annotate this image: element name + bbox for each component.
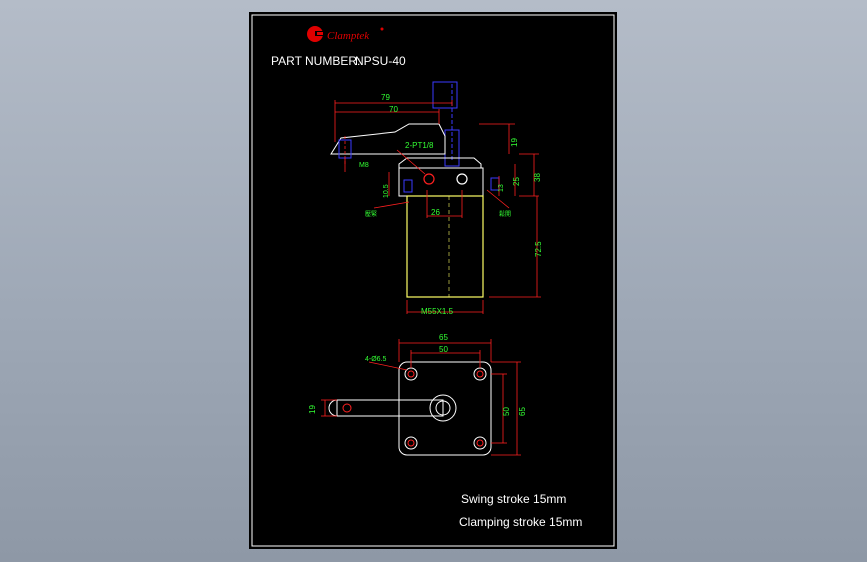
thread-label: M55X1.5 [421,307,454,316]
drawing-sheet: Clamptek PART NUMBER: NPSU-40 [249,12,617,549]
arm-hole [342,403,352,413]
dim-arm: 70 [389,105,398,114]
plan-dim-65-top: 65 [439,333,448,342]
swing-stroke-note: Swing stroke 15mm [461,492,566,506]
part-number: NPSU-40 [355,54,406,68]
dim-25: 25 [512,177,521,186]
label-clamp: 壓緊 [365,211,377,218]
port-right [456,173,468,185]
plan-dim-50-side: 50 [502,407,511,416]
shaft-top-hidden [432,81,458,109]
flange-plate [398,361,492,456]
side-view: 79 70 2-PT1/8 M8 26 M55X1.5 壓緊 鬆開 19 38 … [330,81,543,316]
plan-arm [336,399,444,417]
dim-26: 26 [431,208,440,217]
brand-name: Clamptek [327,30,370,42]
technical-drawing: Clamptek PART NUMBER: NPSU-40 [249,12,617,549]
port-label: 2-PT1/8 [405,141,434,150]
dim-13: 13 [498,184,505,192]
dim-19: 19 [510,138,519,147]
brand-logo: Clamptek [307,26,384,42]
dim-72-5: 72.5 [534,241,543,257]
plan-dim-50-top: 50 [439,345,448,354]
shaft-head [429,394,457,422]
port-left [423,173,435,185]
dim-38: 38 [533,173,542,182]
sheet-border [251,14,615,547]
clamping-stroke-note: Clamping stroke 15mm [459,515,582,529]
holes-label: 4-Ø6.5 [365,356,387,363]
dim-overall: 79 [381,93,390,102]
part-number-label: PART NUMBER: [271,54,360,68]
label-release: 鬆開 [499,210,511,218]
plan-view: 65 50 4-Ø6.5 19 50 65 [308,333,527,456]
plan-dim-65-side: 65 [518,407,527,416]
clamp-arm [330,123,446,155]
plan-dimension-lines [321,339,521,456]
side-dimension-lines [334,100,541,314]
cylinder-body [406,195,484,298]
plan-dim-19: 19 [308,405,317,414]
screw-label: M8 [359,162,369,169]
dim-10-5: 10.5 [383,184,390,198]
